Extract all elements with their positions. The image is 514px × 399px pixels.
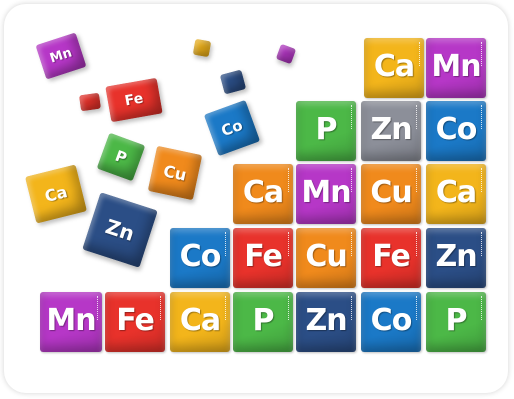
floating-cube <box>275 43 297 65</box>
tile-symbol: Ca <box>373 49 415 84</box>
tile-symbol: P <box>445 303 468 338</box>
tile-symbol: Cu <box>370 175 412 210</box>
tile-symbol: Ca <box>179 303 221 338</box>
tile-dots <box>285 168 289 192</box>
tile-dots <box>413 105 417 129</box>
tile-dots <box>222 232 226 256</box>
tile-symbol: Fe <box>116 303 155 338</box>
floating-cube: Zn <box>82 192 158 268</box>
element-tile: Zn <box>426 228 486 288</box>
tile-symbol: Zn <box>370 112 412 147</box>
element-tile: Co <box>361 292 421 352</box>
tile-dots <box>348 105 352 129</box>
element-tile: Zn <box>361 101 421 161</box>
tile-symbol: Mn <box>431 49 481 84</box>
floating-cube: Cu <box>147 145 203 201</box>
tile-dots <box>478 232 482 256</box>
element-tile: Ca <box>426 164 486 224</box>
floating-cube: P <box>96 132 146 182</box>
floating-cube: Ca <box>24 164 88 224</box>
cube-symbol: Zn <box>102 214 138 246</box>
tile-dots <box>413 232 417 256</box>
cube-symbol: Ca <box>42 182 70 206</box>
tile-symbol: Fe <box>244 239 283 274</box>
tile-symbol: Ca <box>435 175 477 210</box>
floating-cube <box>219 69 247 95</box>
element-tile: Mn <box>426 38 486 98</box>
element-tile: Mn <box>296 164 356 224</box>
element-tile: Fe <box>105 292 165 352</box>
tile-dots <box>348 168 352 192</box>
tile-dots <box>157 296 161 320</box>
tile-dots <box>222 296 226 320</box>
tile-dots <box>478 105 482 129</box>
element-tile: Fe <box>361 228 421 288</box>
cube-symbol: Fe <box>123 90 145 110</box>
floating-cube: Co <box>203 99 261 157</box>
tile-dots <box>478 42 482 66</box>
floating-cube: Fe <box>105 77 163 123</box>
element-tile: Mn <box>40 292 102 352</box>
element-tile: P <box>296 101 356 161</box>
tile-symbol: Ca <box>242 175 284 210</box>
tile-dots <box>94 296 98 320</box>
cube-symbol: P <box>112 146 130 168</box>
element-tile: Cu <box>361 164 421 224</box>
element-tile: Ca <box>233 164 293 224</box>
cube-symbol: Co <box>218 115 246 141</box>
tile-dots <box>413 296 417 320</box>
floating-cube <box>192 38 212 58</box>
tile-dots <box>416 42 420 66</box>
element-tile: P <box>426 292 486 352</box>
floating-cube <box>78 92 102 112</box>
tile-dots <box>413 168 417 192</box>
element-tile: Co <box>426 101 486 161</box>
tile-symbol: Mn <box>46 303 96 338</box>
tile-dots <box>478 296 482 320</box>
element-tile: Ca <box>364 38 424 98</box>
element-tile: Zn <box>296 292 356 352</box>
element-tile: P <box>233 292 293 352</box>
tile-symbol: P <box>252 303 275 338</box>
floating-cube: Mn <box>35 32 87 80</box>
tile-symbol: Zn <box>435 239 477 274</box>
element-tile: Fe <box>233 228 293 288</box>
tile-symbol: Cu <box>305 239 347 274</box>
cube-symbol: Mn <box>48 45 74 67</box>
tile-symbol: Co <box>435 112 478 147</box>
tile-symbol: Fe <box>372 239 411 274</box>
tile-dots <box>348 296 352 320</box>
tile-dots <box>285 296 289 320</box>
element-tile: Cu <box>296 228 356 288</box>
cube-symbol: Cu <box>161 161 189 185</box>
element-tile: Co <box>170 228 230 288</box>
tile-dots <box>285 232 289 256</box>
tile-symbol: Co <box>179 239 222 274</box>
tile-dots <box>348 232 352 256</box>
tile-symbol: P <box>315 112 338 147</box>
tile-symbol: Mn <box>301 175 351 210</box>
tile-dots <box>478 168 482 192</box>
tile-symbol: Zn <box>305 303 347 338</box>
element-tile: Ca <box>170 292 230 352</box>
tile-symbol: Co <box>370 303 413 338</box>
